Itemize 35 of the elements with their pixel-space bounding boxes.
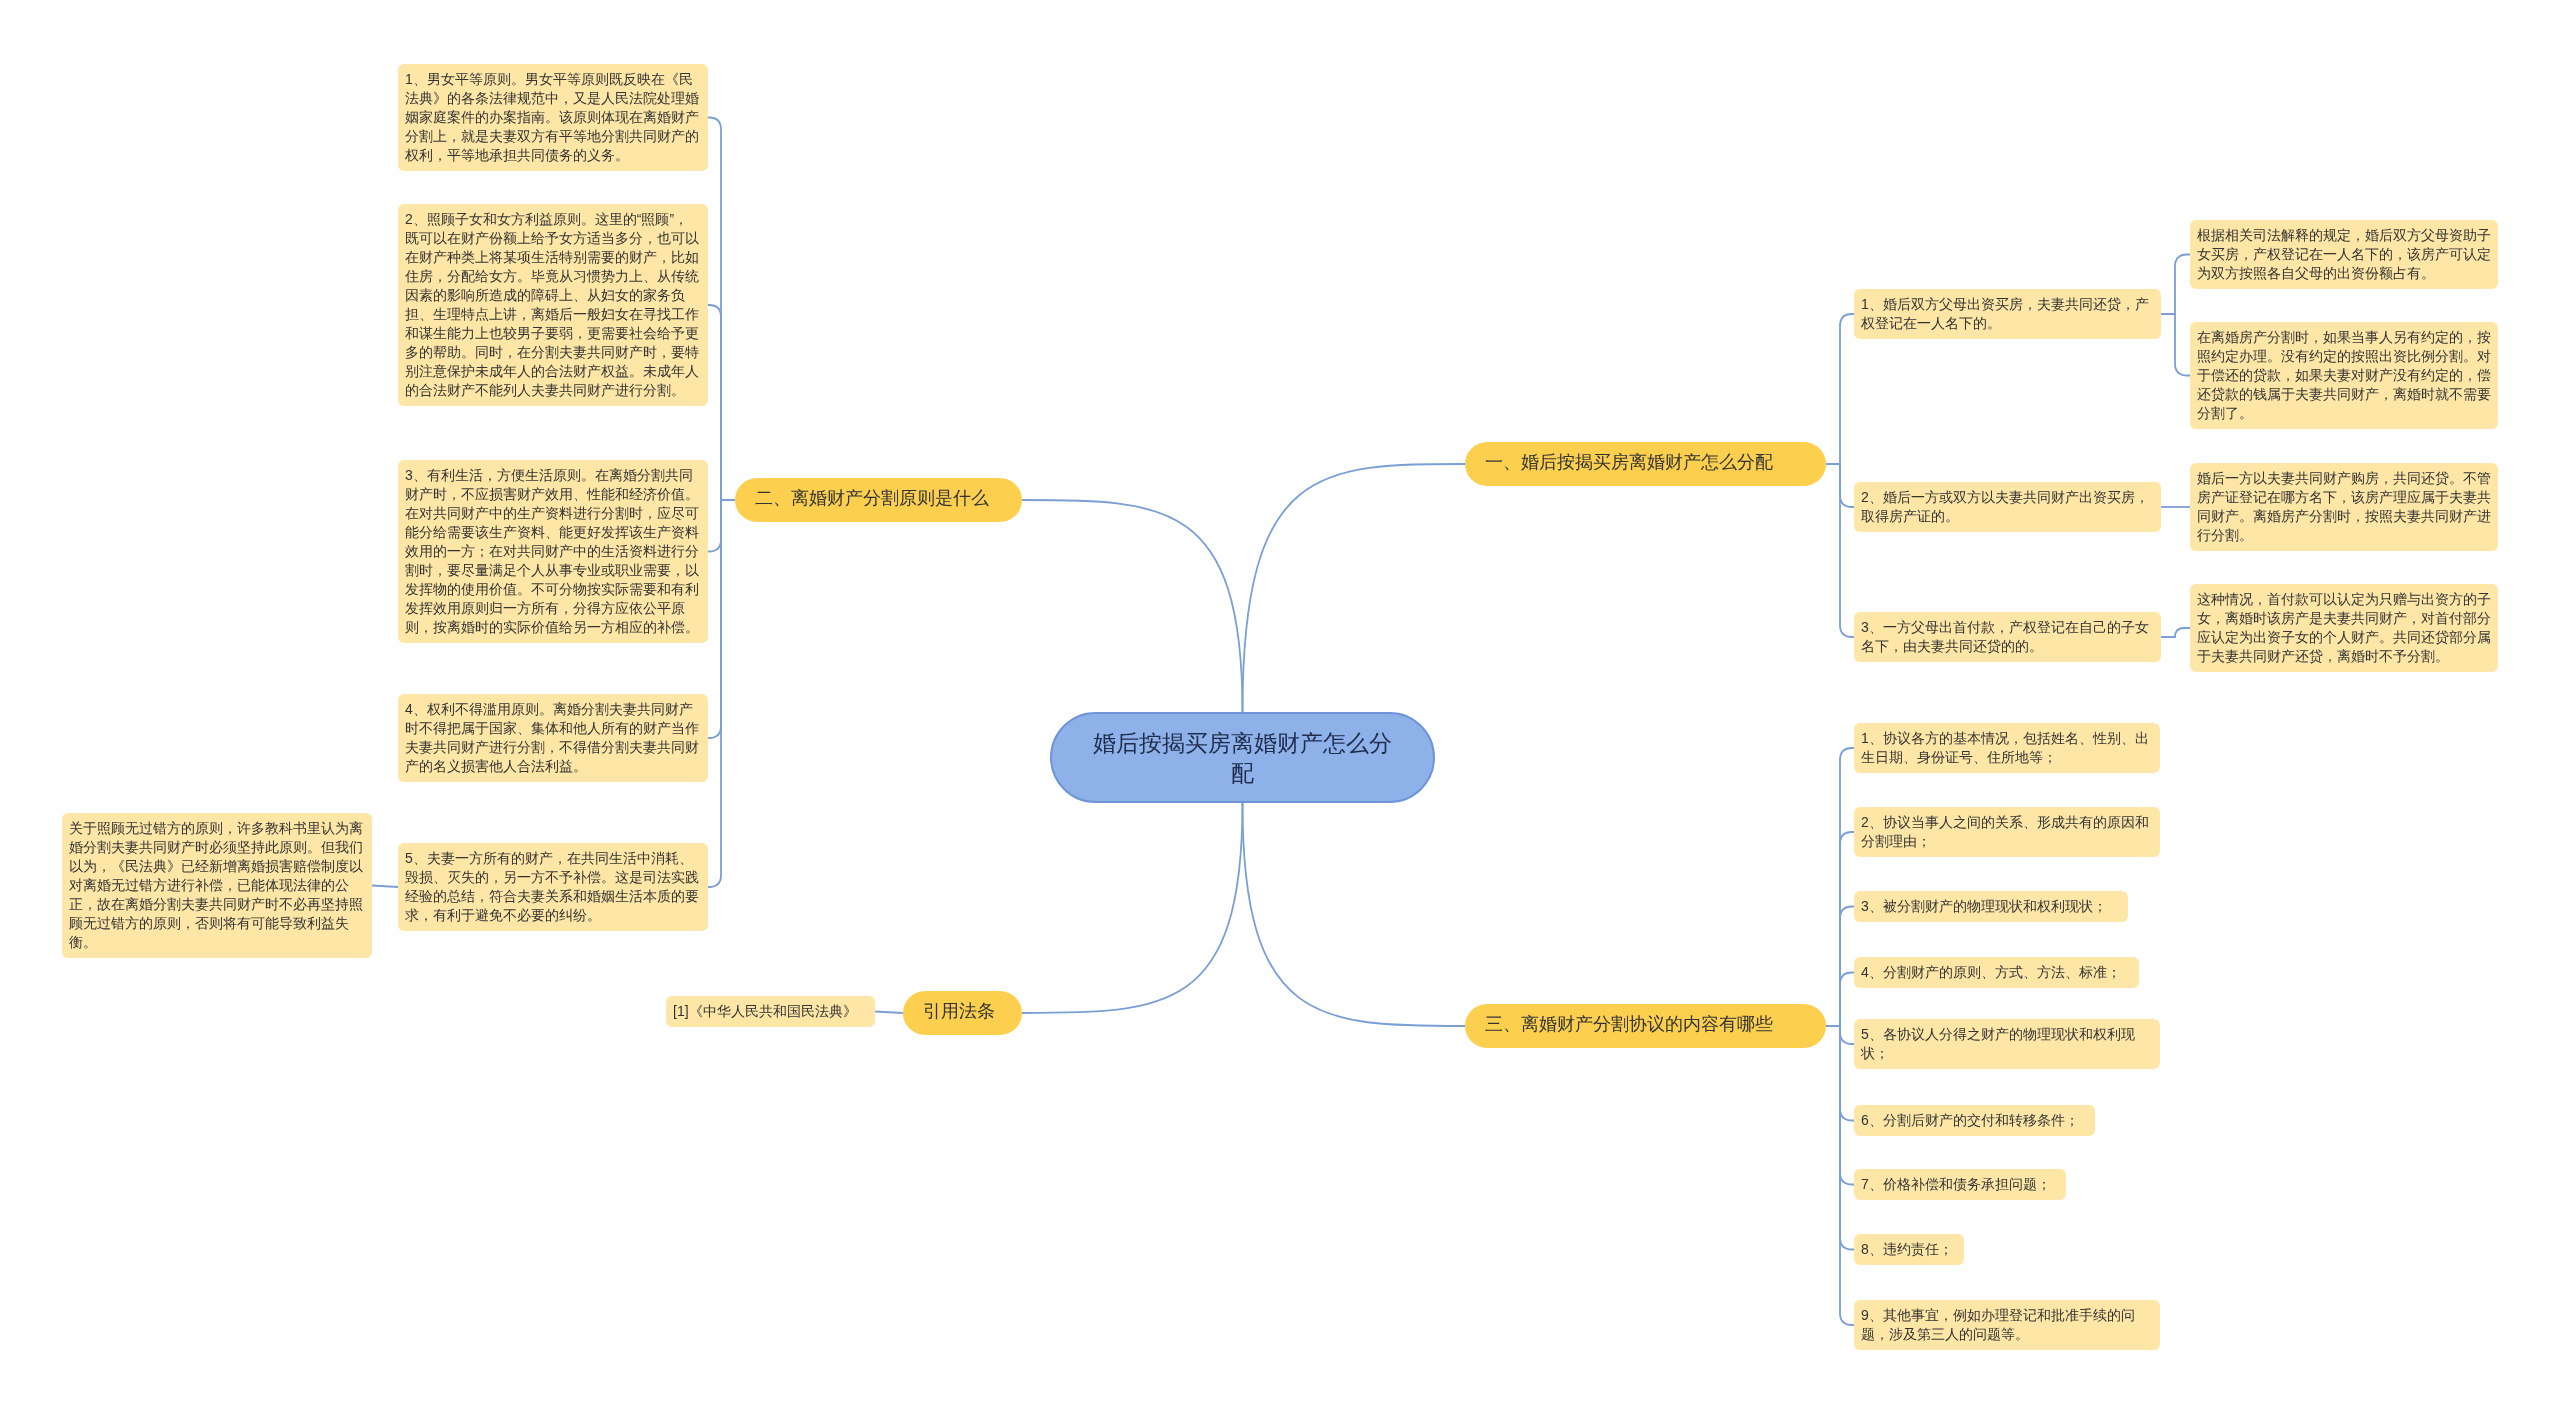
note-box: 在离婚房产分割时，如果当事人另有约定的，按照约定办理。没有约定的按照出资比例分割。对于偿还的贷款，如果夫妻对财产没有约定的，偿还贷款的钱属于夫妻共同财产，离婚时就不需要分割了。 <box>2190 322 2498 429</box>
note-box: 6、分割后财产的交付和转移条件； <box>1854 1105 2095 1136</box>
branch-topic: 二、离婚财产分割原则是什么 <box>735 478 1022 522</box>
branch-topic: 一、婚后按揭买房离婚财产怎么分配 <box>1465 442 1826 486</box>
note-box: 4、权利不得滥用原则。离婚分割夫妻共同财产时不得把属于国家、集体和他人所有的财产当作夫妻共同财产进行分割，不得借分割夫妻共同财产的名义损害他人合法利益。 <box>398 694 708 782</box>
note-box: 2、协议当事人之间的关系、形成共有的原因和分割理由； <box>1854 807 2160 857</box>
note-box: 1、协议各方的基本情况，包括姓名、性别、出生日期、身份证号、住所地等； <box>1854 723 2160 773</box>
note-box: [1]《中华人民共和国民法典》 <box>666 996 875 1027</box>
note-box: 4、分割财产的原则、方式、方法、标准； <box>1854 957 2139 988</box>
note-box: 8、违约责任； <box>1854 1234 1964 1265</box>
connector <box>1825 1025 1855 1326</box>
note-box: 关于照顾无过错方的原则，许多教科书里认为离婚分割夫妻共同财产时必须坚持此原则。但我们以为，《民法典》已经新增离婚损害赔偿制度以对离婚无过错方进行补偿，已能体现法律的公正，故在离婚分割夫妻共同财产时不必再坚持照顾无过错方的原则，否则将有可能导致利益失衡。 <box>62 813 372 958</box>
note-box: 3、有利生活，方便生活原则。在离婚分割共同财产时，不应损害财产效用、性能和经济价值。在对共同财产中的生产资料进行分割时，应尽可能分给需要该生产资料、能更好发挥该生产资料效用的一方；在对共同财产中的生活资料进行分割时，要尽量满足个人从事专业或职业需要，以发挥物的使用价值。不可分物按实际需要和有利发挥效用原则归一方所有，分得方应依公平原则，按离婚时的实际价值给另一方相应的补偿。 <box>398 460 708 643</box>
central-topic: 婚后按揭买房离婚财产怎么分配 <box>1050 712 1435 803</box>
note-box: 9、其他事宜，例如办理登记和批准手续的问题，涉及第三人的问题等。 <box>1854 1300 2160 1350</box>
note-box: 根据相关司法解释的规定，婚后双方父母资助子女买房，产权登记在一人名下的，该房产可认定为双方按照各自父母的出资份额占有。 <box>2190 220 2498 289</box>
note-box: 5、夫妻一方所有的财产，在共同生活中消耗、毁损、灭失的，另一方不予补偿。这是司法实践经验的总结，符合夫妻关系和婚姻生活本质的要求，有利于避免不必要的纠纷。 <box>398 843 708 931</box>
connector <box>2160 506 2191 508</box>
note-box: 3、一方父母出首付款，产权登记在自己的子女名下，由夫妻共同还贷的的。 <box>1854 612 2161 662</box>
note-box: 7、价格补偿和债务承担问题； <box>1854 1169 2066 1200</box>
note-box: 3、被分割财产的物理现状和权利现状； <box>1854 891 2128 922</box>
note-box: 这种情况，首付款可以认定为只赠与出资方的子女，离婚时该房产是夫妻共同财产，对首付部分应认定为出资子女的个人财产。共同还贷部分属于夫妻共同财产还贷，离婚时不予分割。 <box>2190 584 2498 672</box>
connector <box>1021 802 1244 1014</box>
connector <box>874 1010 904 1014</box>
note-box: 婚后一方以夫妻共同财产购房，共同还贷。不管房产证登记在哪方名下，该房产理应属于夫妻共同财产。离婚房产分割时，按照夫妻共同财产进行分割。 <box>2190 463 2498 551</box>
branch-topic: 三、离婚财产分割协议的内容有哪些 <box>1465 1004 1826 1048</box>
branch-topic: 引用法条 <box>903 991 1022 1035</box>
connector <box>2160 627 2191 638</box>
note-box: 1、男女平等原则。男女平等原则既反映在《民法典》的各条法律规范中，又是人民法院处理婚姻家庭案件的办案指南。该原则体现在离婚财产分割上，就是夫妻双方有平等地分割共同财产的权利，平等地承担共同债务的义务。 <box>398 64 708 171</box>
note-box: 5、各协议人分得之财产的物理现状和权利现状； <box>1854 1019 2160 1069</box>
note-box: 1、婚后双方父母出资买房，夫妻共同还贷，产权登记在一人名下的。 <box>1854 289 2161 339</box>
connector <box>371 884 399 888</box>
connector <box>1021 499 1244 713</box>
note-box: 2、婚后一方或双方以夫妻共同财产出资买房，取得房产证的。 <box>1854 482 2161 532</box>
note-box: 2、照顾子女和女方利益原则。这里的“照顾”，既可以在财产份额上给予女方适当多分，也可以在财产种类上将某项生活特别需要的财产，比如住房，分配给女方。毕竟从习惯势力上、从传统因素的影响所造成的障碍上、从妇女的家务负担、生理特点上讲，离婚后一般妇女在寻找工作和谋生能力上也较男子要弱，更需要社会给予更多的帮助。同时，在分割夫妻共同财产时，要特别注意保护未成年人的合法财产权益。未成年人的合法财产不能列人夫妻共同财产进行分割。 <box>398 204 708 406</box>
